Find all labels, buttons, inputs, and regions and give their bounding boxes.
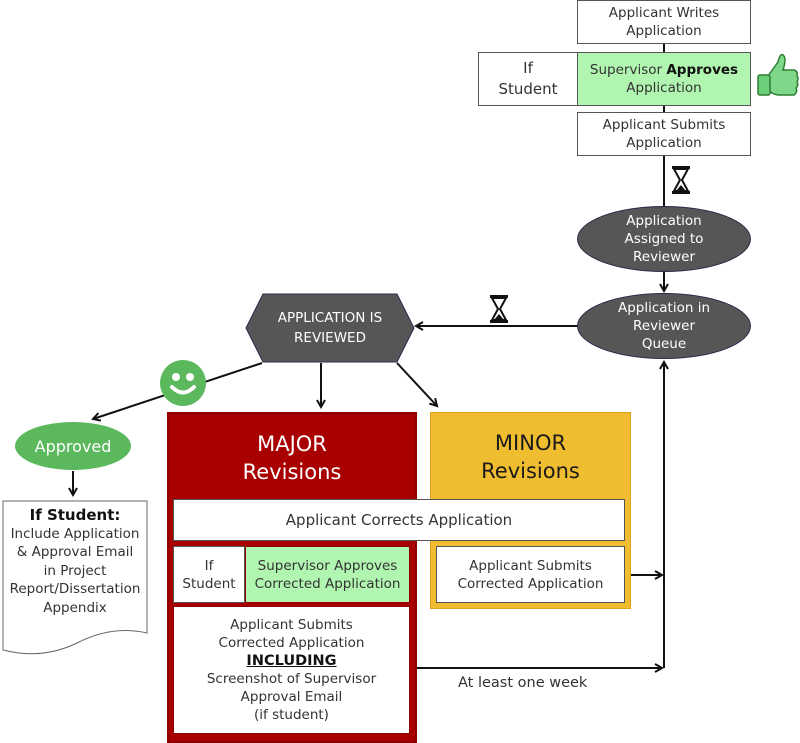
major-applicant-submits: Applicant Submits Corrected Application … xyxy=(173,606,410,734)
submit-line: Approval Email xyxy=(240,689,343,705)
node-line: Reviewer xyxy=(632,249,696,265)
student-line: Student xyxy=(182,575,236,592)
submit-line: Applicant Submits xyxy=(230,617,353,633)
node-line: Reviewer xyxy=(632,318,696,334)
corrects-label: Applicant Corrects Application xyxy=(285,511,513,529)
node-line: Application in xyxy=(617,300,711,316)
including-label: INCLUDING xyxy=(246,653,337,669)
submit-line: Screenshot of Supervisor xyxy=(206,671,377,687)
node-line: Queue xyxy=(641,336,687,352)
submit-line: (if student) xyxy=(254,707,329,723)
if-line: If xyxy=(204,557,214,574)
if-line: If xyxy=(523,59,533,77)
step-supervisor-approves: Supervisor Approves Application xyxy=(577,52,751,106)
node-line: Application xyxy=(626,213,702,229)
doc-line: in Project xyxy=(43,562,107,579)
minor-heading: MINOR Revisions xyxy=(431,429,630,485)
thumbs-up-icon xyxy=(756,50,800,106)
heading-line: Revisions xyxy=(481,459,580,483)
smiley-icon xyxy=(160,360,206,406)
doc-line: & Approval Email xyxy=(16,544,134,560)
heading-line: MAJOR xyxy=(257,432,327,456)
step-line: Application xyxy=(626,23,702,39)
approves-prefix: Supervisor xyxy=(589,62,667,78)
doc-line: Appendix xyxy=(43,599,107,616)
step-line: Application xyxy=(626,135,702,151)
submit-line: Corrected Application xyxy=(457,575,604,592)
document-if-student: If Student: Include Application & Approv… xyxy=(2,500,148,660)
step-applicant-corrects: Applicant Corrects Application xyxy=(173,499,625,541)
doc-line: Include Application xyxy=(10,525,140,542)
hourglass-icon xyxy=(489,294,509,324)
node-approved: Approved xyxy=(15,422,131,470)
step-line: Applicant Writes xyxy=(608,5,720,21)
hourglass-icon xyxy=(671,165,691,195)
wait-label: At least one week xyxy=(458,675,588,691)
node-line: APPLICATION IS xyxy=(277,310,383,326)
approves-line2: Application xyxy=(626,80,702,96)
approved-label: Approved xyxy=(34,436,112,456)
approve-line: Corrected Application xyxy=(254,575,401,592)
node-line: Assigned to xyxy=(624,231,704,247)
doc-title: If Student: xyxy=(29,506,121,524)
step-line: Applicant Submits xyxy=(602,117,726,133)
heading-line: Revisions xyxy=(242,460,342,484)
heading-line: MINOR xyxy=(494,431,567,455)
submit-line: Corrected Application xyxy=(218,635,365,651)
node-line: REVIEWED xyxy=(294,330,366,346)
doc-line: Report/Dissertation xyxy=(9,581,141,597)
node-application-reviewed: APPLICATION IS REVIEWED xyxy=(245,293,415,363)
major-heading: MAJOR Revisions xyxy=(169,430,415,486)
submit-line: Applicant Submits xyxy=(469,557,592,574)
approves-bold: Approves xyxy=(666,62,739,78)
student-line: Student xyxy=(498,80,558,98)
arrow-reviewed-minor xyxy=(396,362,437,406)
approve-line: Supervisor Approves xyxy=(257,557,398,574)
